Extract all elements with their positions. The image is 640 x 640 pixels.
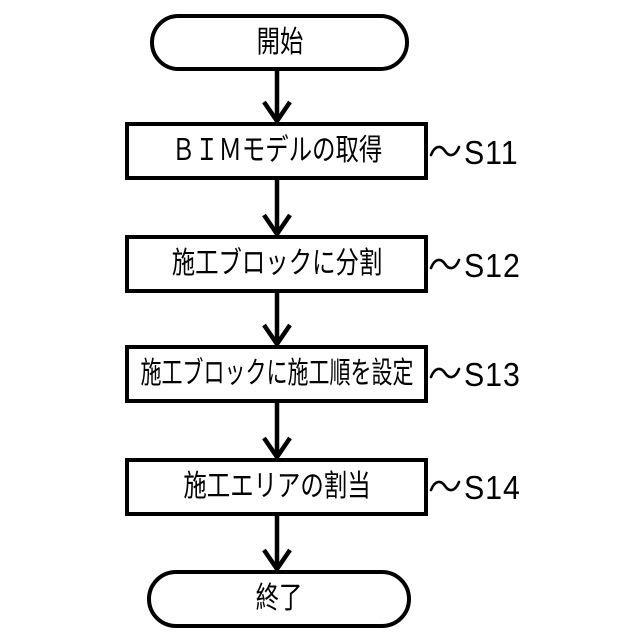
step-tag-s13: S13 [429, 356, 526, 392]
tilde-leader-icon [429, 367, 461, 379]
step-tag-label: S11 [464, 133, 519, 171]
step-tag-s11: S11 [429, 134, 523, 170]
end-terminal: 終了 [147, 570, 411, 628]
arrow-start-to-s11 [262, 71, 292, 125]
process-step-label: 施工ブロックに施工順を設定 [140, 357, 413, 390]
step-tag-s12: S12 [429, 247, 526, 283]
step-tag-label: S13 [464, 355, 521, 393]
process-step-label: 施工ブロックに分割 [171, 247, 382, 280]
start-terminal: 開始 [150, 14, 409, 71]
process-step-s13: 施工ブロックに施工順を設定 [125, 345, 428, 403]
arrow-s11-to-s12 [262, 180, 292, 238]
step-tag-label: S14 [464, 468, 521, 506]
process-step-label: ＢＩＭモデルの取得 [171, 134, 382, 167]
tilde-leader-icon [429, 258, 461, 270]
arrow-s14-to-end [262, 516, 292, 573]
tilde-leader-icon [429, 145, 461, 157]
process-step-label: 施工エリアの割当 [182, 470, 371, 503]
end-label: 終了 [255, 582, 303, 615]
start-label: 開始 [256, 25, 303, 59]
step-tag-s14: S14 [429, 469, 526, 505]
tilde-leader-icon [429, 480, 461, 492]
step-tag-label: S12 [464, 246, 521, 284]
arrow-s12-to-s13 [262, 293, 292, 348]
process-step-s12: 施工ブロックに分割 [125, 235, 428, 293]
arrow-s13-to-s14 [262, 403, 292, 461]
process-step-s14: 施工エリアの割当 [125, 458, 428, 516]
process-step-s11: ＢＩＭモデルの取得 [125, 122, 428, 180]
